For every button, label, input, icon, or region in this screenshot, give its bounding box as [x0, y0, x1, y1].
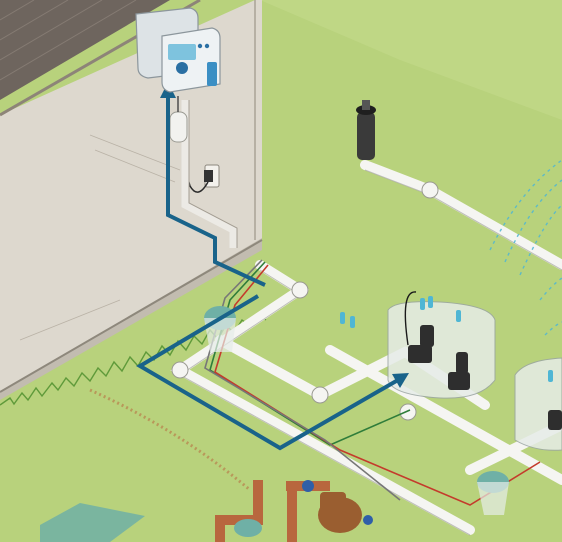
lawn-highlight	[260, 0, 562, 120]
solenoid-valve-2-top	[456, 352, 468, 374]
wire-green	[209, 261, 411, 446]
wire-gray	[204, 259, 401, 501]
valve-box-lower-body	[477, 482, 509, 515]
roof-shingle-lines	[0, 0, 137, 81]
house-roof	[0, 0, 170, 100]
solenoid-valve-right	[548, 410, 562, 430]
valve-box-body	[40, 503, 145, 542]
valve-box-bottom-left	[40, 503, 262, 542]
controller-module	[207, 62, 217, 86]
copper-water-supply	[89, 388, 373, 542]
controller-button-1	[197, 43, 203, 49]
solenoid-valve-top	[420, 325, 434, 347]
copper-pipe-main	[215, 480, 263, 542]
flow-arrowhead-right	[392, 373, 409, 388]
flow-arrow-upward	[166, 98, 266, 287]
brass-valve-body	[320, 492, 346, 522]
valve-box-right	[514, 357, 562, 451]
pvc-tee	[171, 361, 189, 379]
power-adapter	[204, 170, 213, 182]
pop-up-rotor-head-icon	[356, 100, 376, 160]
rotor-riser	[362, 100, 370, 110]
pvc-tee-3	[399, 403, 417, 421]
pvc-pipe-zone-right	[325, 345, 562, 485]
conduit-outline	[188, 100, 238, 248]
valve-box-left-body	[204, 318, 236, 352]
pvc-elbow-2	[421, 181, 439, 199]
sprinkler-spray	[489, 159, 562, 336]
flow-arrow-loop	[136, 294, 399, 451]
house	[0, 0, 263, 400]
valve-box-lid-round	[234, 519, 262, 537]
water-flow-arrow	[136, 98, 399, 451]
rain-sensor-body	[169, 111, 188, 143]
controller-button-2	[204, 43, 210, 49]
solenoid-valve-2	[448, 372, 470, 390]
valve-handle-blue-2	[363, 515, 373, 525]
conduit	[181, 100, 237, 248]
rotor-body	[357, 112, 375, 160]
valve-box-main	[340, 291, 496, 399]
controller-dial	[176, 62, 188, 74]
valve-handle-blue	[302, 480, 314, 492]
pvc-fittings	[171, 181, 439, 421]
valve-box-main-body	[387, 301, 496, 399]
valve-wires-loop	[404, 291, 417, 346]
wire-connector-icon	[340, 296, 461, 328]
power-supply	[181, 100, 238, 248]
irrigation-controller-icon	[135, 7, 221, 93]
pvc-pipe-from-house	[170, 260, 475, 535]
house-front-wall	[0, 0, 262, 392]
wall-scratch-lines	[19, 134, 181, 341]
pvc-elbow	[291, 281, 309, 299]
pvc-tee-2	[311, 386, 329, 404]
solenoid-valve-icon	[408, 345, 432, 363]
wire-connector-right	[548, 370, 553, 382]
copper-pipe-buried	[89, 388, 251, 492]
controller-display	[168, 44, 196, 60]
